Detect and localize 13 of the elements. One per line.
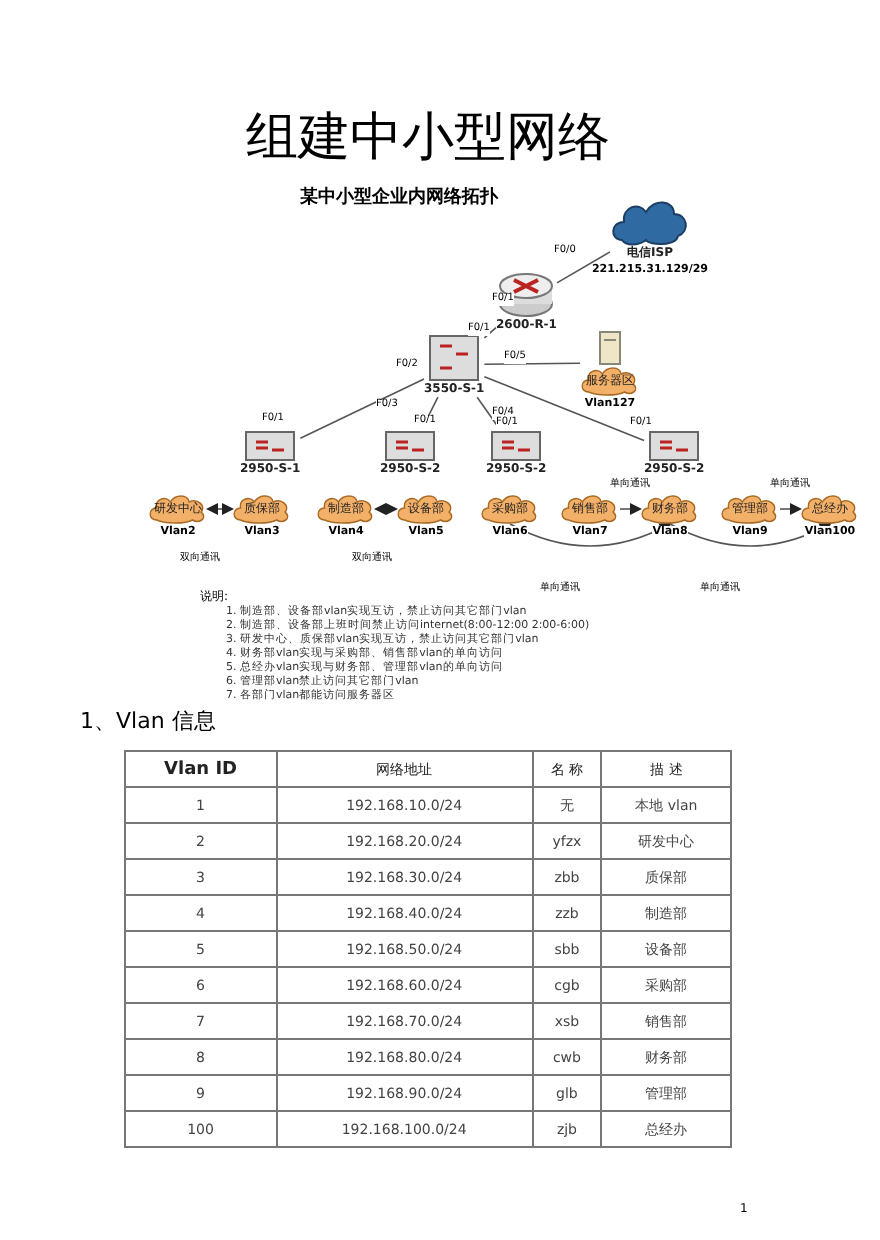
arrow [779, 503, 802, 515]
connection-line [476, 396, 500, 429]
arrow [206, 503, 234, 515]
connection-line [483, 362, 581, 366]
header-cell: Vlan ID [125, 751, 277, 787]
section-heading: 1、Vlan 信息 [80, 710, 216, 735]
connection-line [299, 378, 425, 439]
arrow [619, 503, 642, 515]
subtitle: 某中小型企业内网络拓扑 [300, 190, 498, 210]
arrow [374, 503, 398, 515]
connection-line [556, 251, 611, 284]
page-title: 组建中小型网络 [246, 110, 610, 168]
connection-line [483, 375, 645, 442]
